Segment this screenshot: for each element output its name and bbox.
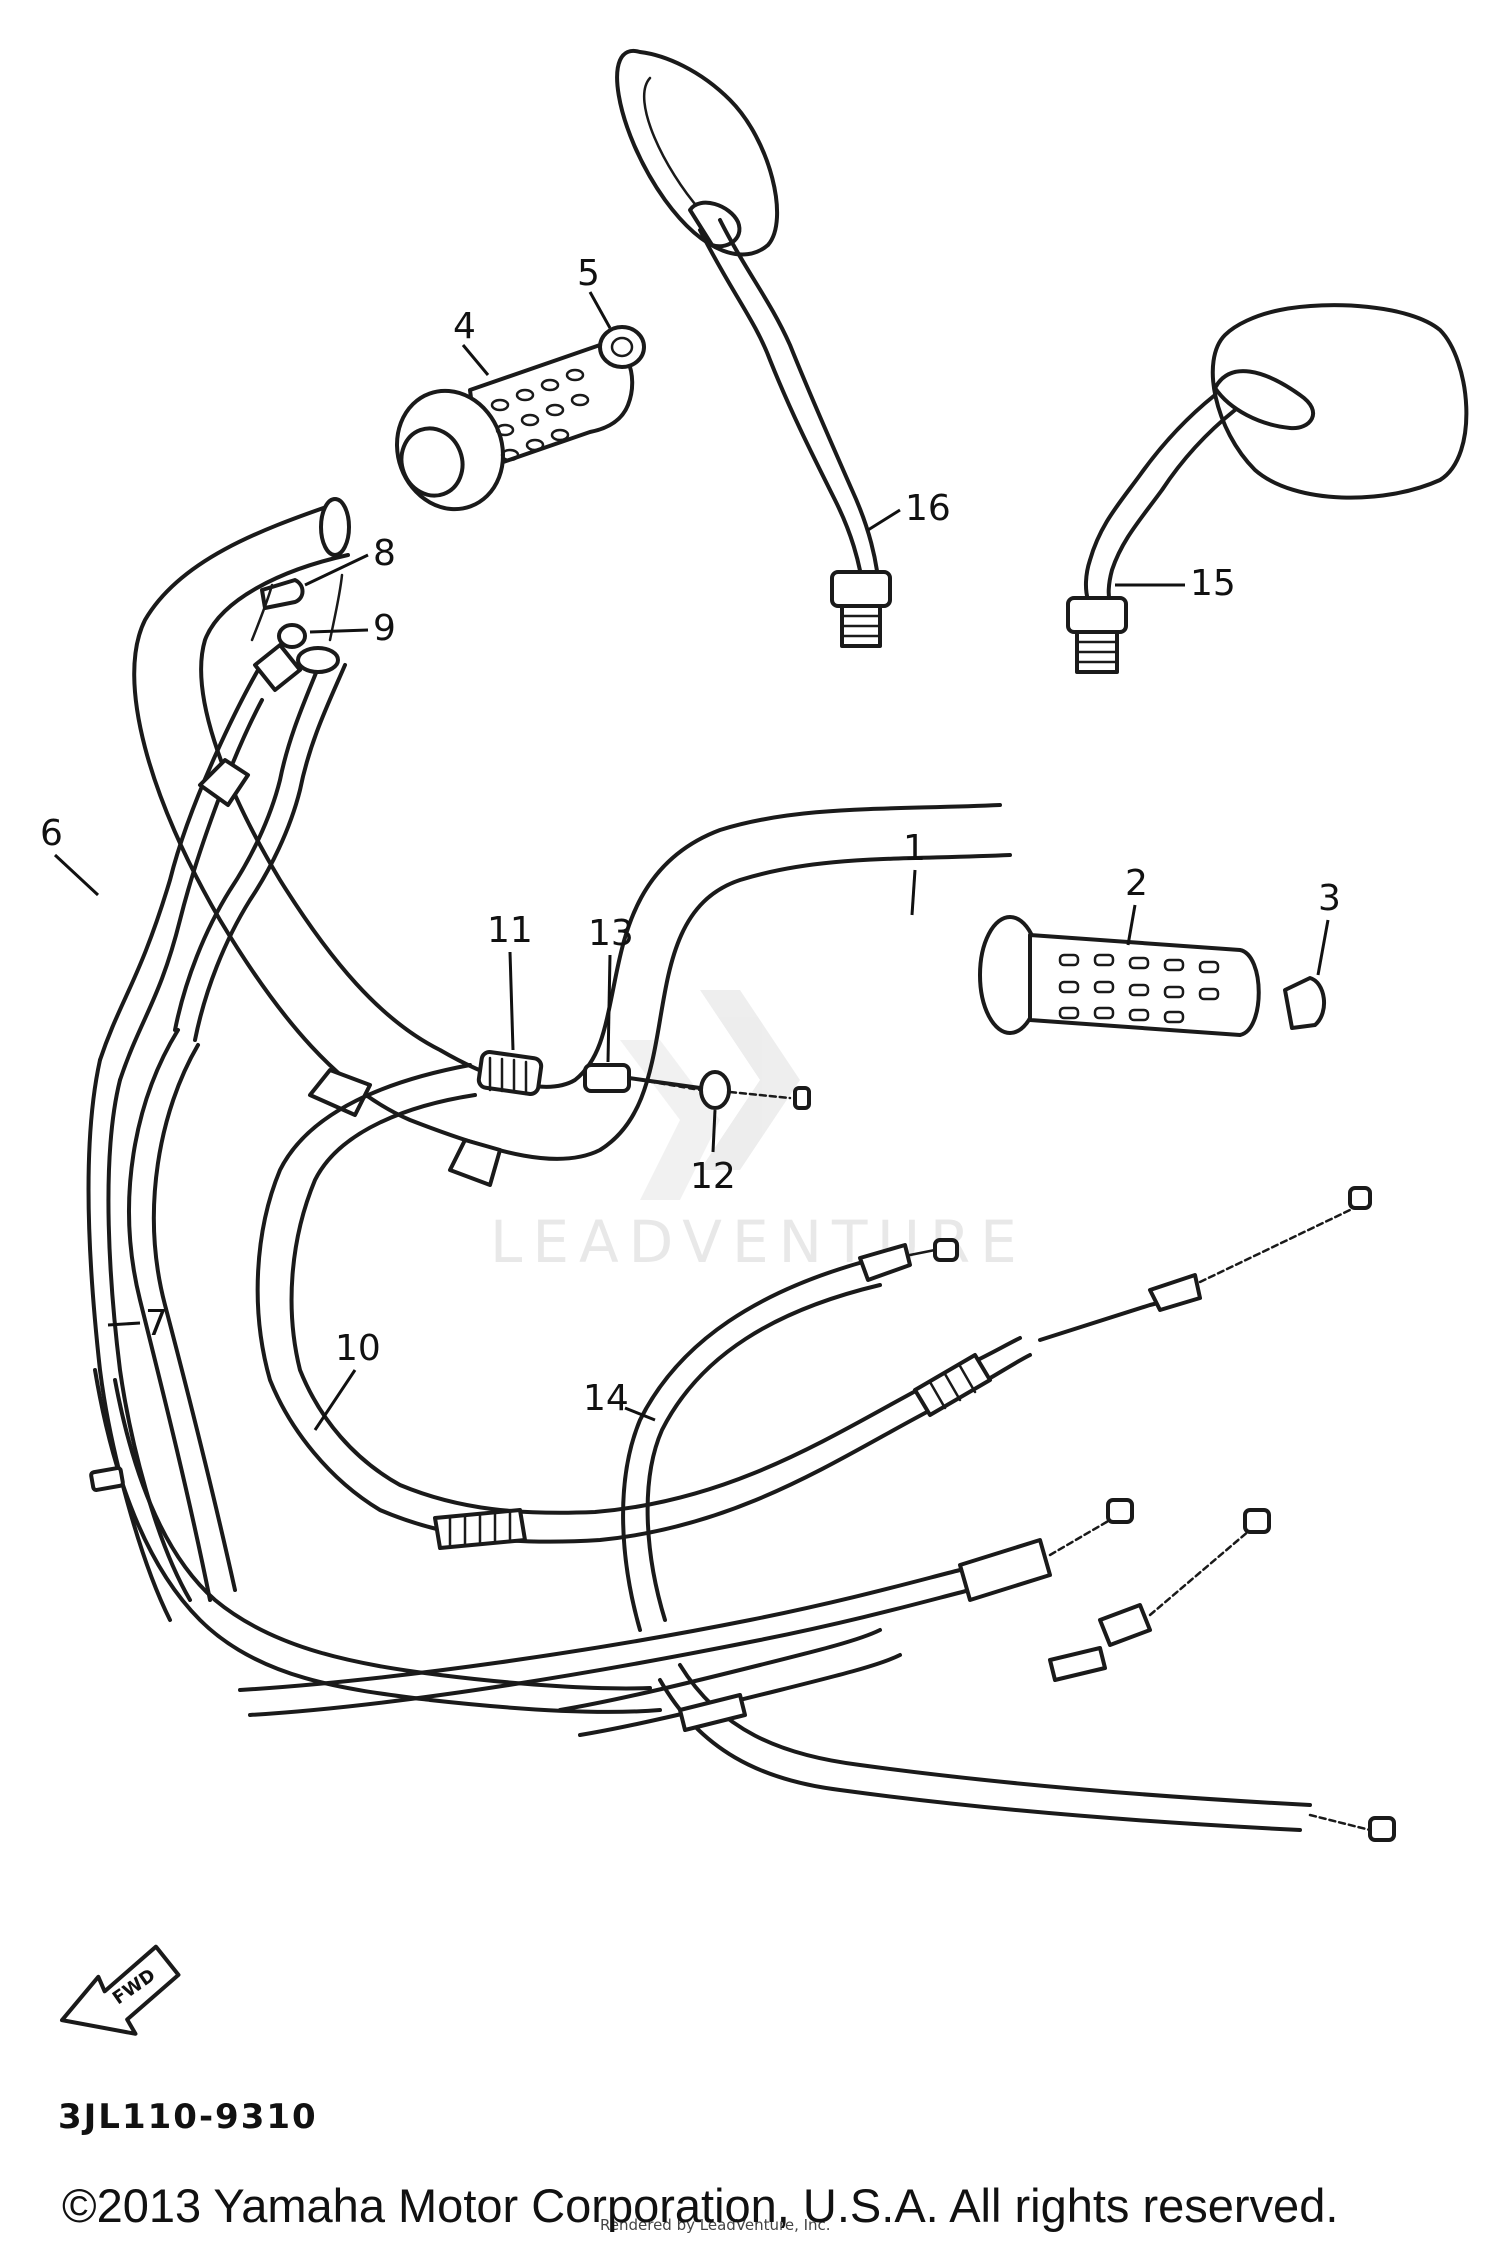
callout-14: 14	[583, 1378, 656, 1422]
part-7-cable	[89, 1368, 662, 1714]
callout-2: 2	[1125, 863, 1148, 946]
part-9-screw	[277, 623, 307, 649]
callout-4: 4	[453, 306, 490, 376]
svg-text:13: 13	[588, 913, 634, 954]
watermark-text: LEADVENTURE	[490, 1208, 1027, 1276]
part-3-grip-end	[1283, 976, 1327, 1030]
callout-16: 16	[867, 488, 951, 532]
credit-line: Rendered by LeadVenture, Inc.	[600, 2216, 831, 2234]
callout-9: 9	[309, 608, 396, 649]
callout-7: 7	[107, 1303, 168, 1344]
svg-text:4: 4	[453, 306, 476, 347]
svg-text:15: 15	[1190, 563, 1236, 604]
svg-text:2: 2	[1125, 863, 1148, 904]
callout-3: 3	[1316, 878, 1341, 976]
svg-text:7: 7	[145, 1303, 168, 1344]
lower-cables	[238, 1498, 1396, 1842]
part-16-left-mirror	[615, 48, 892, 648]
svg-text:16: 16	[905, 488, 951, 529]
callout-13: 13	[588, 913, 634, 1063]
svg-text:10: 10	[335, 1328, 381, 1369]
svg-text:6: 6	[40, 813, 63, 854]
part-5-grip-end	[598, 325, 646, 369]
part-14-cable	[621, 1238, 959, 1632]
forward-direction-arrow: FWD	[59, 1944, 181, 2036]
diagram-code: 3JL110-9310	[58, 2097, 318, 2137]
callout-8: 8	[304, 533, 396, 587]
part-10-cable	[255, 1063, 1372, 1550]
part-15-right-mirror	[1066, 303, 1469, 674]
leadventure-watermark: LEADVENTURE	[490, 990, 1027, 1276]
callout-15: 15	[1115, 563, 1236, 604]
svg-text:12: 12	[690, 1156, 736, 1197]
part-2-right-grip	[978, 915, 1261, 1037]
part-4-left-grip	[395, 342, 635, 512]
svg-text:1: 1	[903, 828, 926, 869]
callout-11: 11	[487, 910, 533, 1051]
copyright-notice: ©2013 Yamaha Motor Corporation, U.S.A. A…	[62, 2179, 1338, 2232]
svg-text:3: 3	[1318, 878, 1341, 919]
svg-text:11: 11	[487, 910, 533, 951]
svg-text:8: 8	[373, 533, 396, 574]
callout-1: 1	[903, 828, 926, 916]
svg-text:5: 5	[577, 253, 600, 294]
callout-5: 5	[577, 253, 612, 329]
svg-text:9: 9	[373, 608, 396, 649]
callout-6: 6	[40, 813, 100, 897]
callout-12: 12	[690, 1109, 736, 1197]
part-13-cable-end	[583, 1063, 702, 1093]
part-6-cable	[86, 573, 347, 1622]
callout-10: 10	[313, 1328, 381, 1431]
part-11-adjuster	[476, 1050, 544, 1096]
svg-text:14: 14	[583, 1378, 629, 1419]
part-12-cap	[699, 1070, 811, 1110]
